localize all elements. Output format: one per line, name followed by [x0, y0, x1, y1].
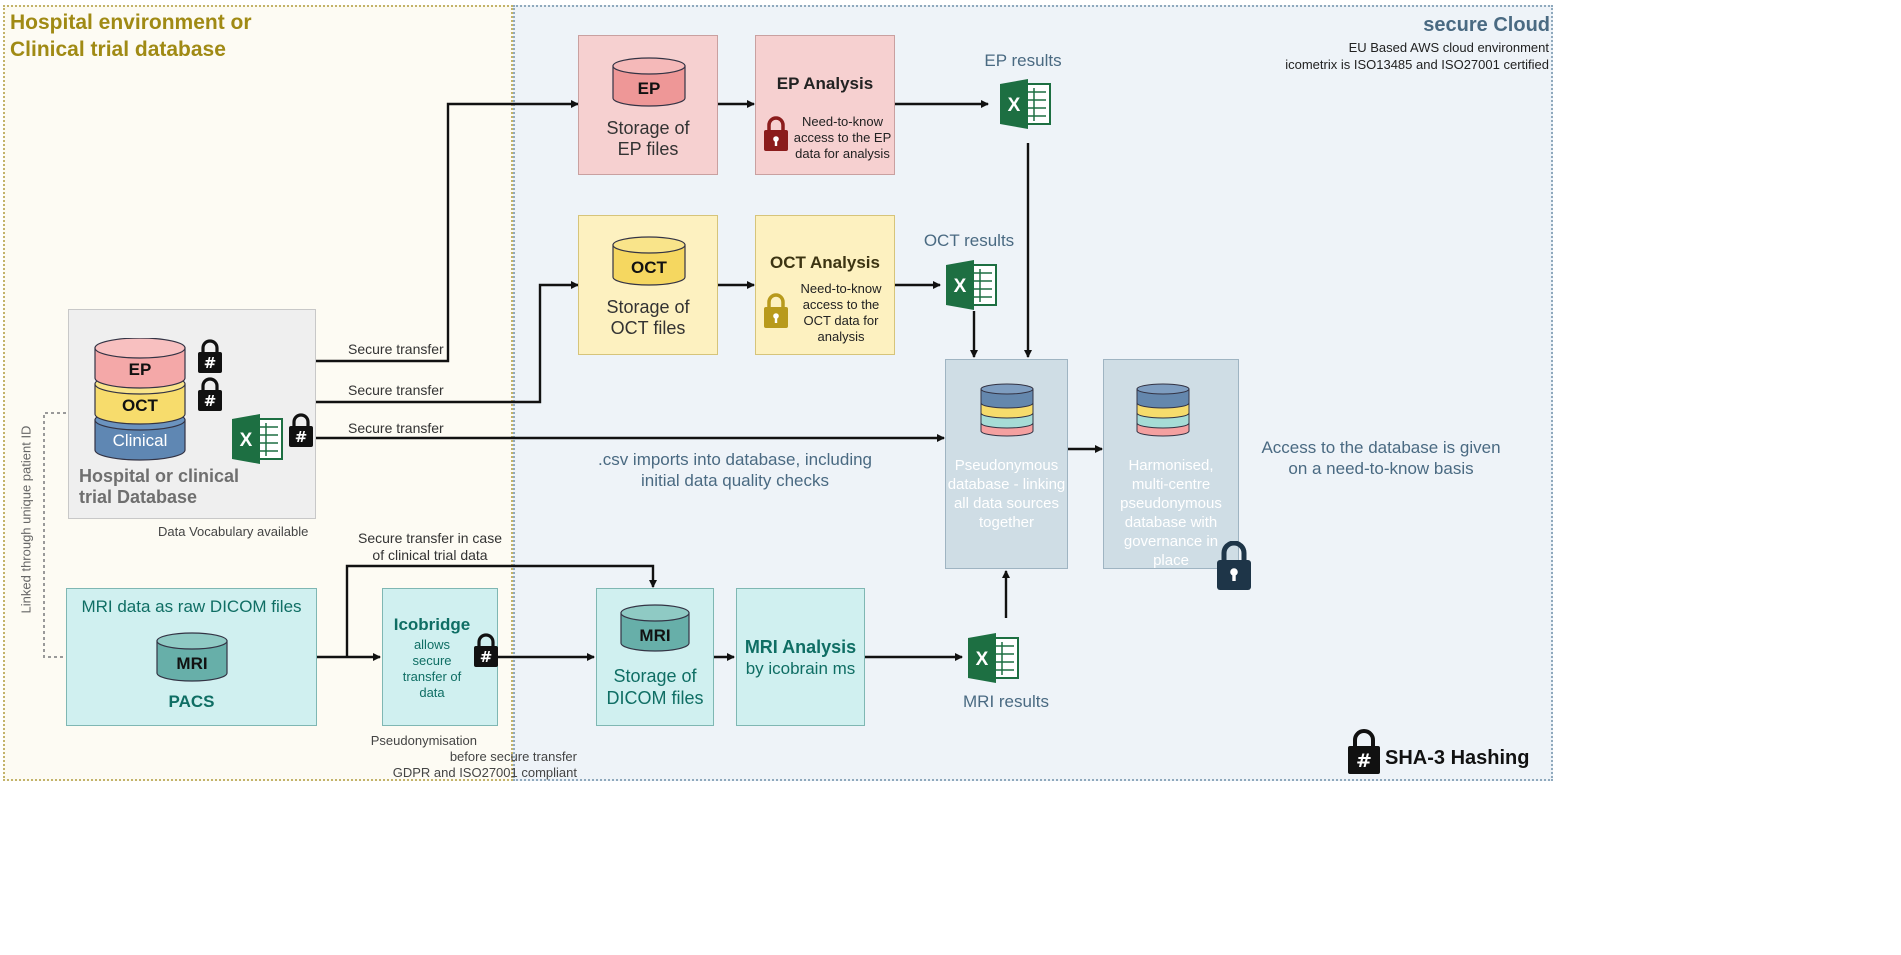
svg-text:X: X [976, 649, 989, 670]
oct-analysis-line1: Need-to-know [800, 281, 882, 296]
ep-storage-line1: Storage of [606, 118, 690, 138]
oct-results-label: OCT results [923, 231, 1015, 250]
layer-label-oct: OCT [122, 396, 158, 415]
mri-analysis-box [736, 588, 865, 726]
oct-storage-line2: OCT files [610, 318, 686, 338]
hash-lock-icon: # [198, 377, 222, 411]
oct-storage-line1: Storage of [606, 297, 690, 317]
mri-analysis-title: MRI Analysis [744, 637, 857, 657]
pseudo-db-line3: all data sources [953, 495, 1060, 512]
oct-storage-cyl-label: OCT [631, 258, 667, 277]
harmonised-line1: Harmonised, [1128, 457, 1214, 474]
mri-results-label: MRI results [963, 692, 1049, 711]
oct-analysis-line4: analysis [817, 329, 865, 344]
ep-analysis-line3: data for analysis [795, 146, 890, 161]
mri-source-title: MRI data as raw DICOM files [81, 597, 302, 616]
transfer-label-clinical: Secure transfer [348, 420, 444, 436]
transfer-label-ep: Secure transfer [348, 341, 444, 357]
linked-patient-id-label: Linked through unique patient ID [18, 425, 34, 614]
legend-sha3-label: SHA-3 Hashing [1385, 747, 1530, 769]
icobridge-desc-line2: secure [412, 653, 452, 668]
svg-text:#: # [295, 428, 308, 446]
ep-analysis-title: EP Analysis [776, 74, 874, 93]
mri-cylinder-icon [156, 632, 228, 682]
ep-cylinder-icon [612, 57, 686, 107]
excel-icon: X [232, 414, 283, 464]
harmonised-database-box [1103, 359, 1239, 569]
icobridge-desc-line1: allows [413, 637, 451, 652]
ep-analysis-line2: access to the EP [793, 130, 892, 145]
navy-lock-icon [1217, 541, 1251, 590]
svg-text:#: # [204, 392, 217, 410]
cloud-subtitle-line2: icometrix is ISO13485 and ISO27001 certi… [1285, 57, 1549, 72]
svg-text:X: X [954, 276, 967, 297]
pseudo-db-line1: Pseudonymous [954, 457, 1059, 474]
excel-icon: X [968, 633, 1019, 683]
harmonised-line3: pseudonymous [1120, 495, 1222, 512]
icobridge-title: Icobridge [393, 615, 471, 634]
mri-storage-cylinder-icon [620, 604, 690, 652]
ep-results-label: EP results [984, 51, 1062, 70]
oct-analysis-box [755, 215, 895, 355]
oct-analysis-line2: access to the [802, 297, 880, 312]
mri-analysis-subtitle: by icobrain ms [745, 659, 856, 678]
access-note-line1: Access to the database is given [1261, 438, 1501, 457]
hospital-db-title-line2: trial Database [79, 487, 198, 507]
svg-text:X: X [1008, 95, 1021, 116]
svg-text:#: # [480, 648, 493, 666]
layer-label-clinical: Clinical [112, 431, 168, 450]
layer-label-ep: EP [128, 360, 152, 379]
mri-storage-line1: Storage of [613, 666, 697, 686]
mri-storage-cyl-label: MRI [639, 626, 671, 645]
ep-storage-line2: EP files [617, 139, 679, 159]
svg-text:#: # [204, 354, 217, 372]
gold-lock-icon [764, 293, 788, 328]
pseudonymisation-note-line3: GDPR and ISO27001 compliant [392, 765, 577, 780]
csv-import-line1: .csv imports into database, including [597, 450, 873, 469]
hospital-db-title-line1: Hospital or clinical [79, 466, 240, 486]
pacs-mri-label: MRI [176, 654, 208, 673]
pseudo-db-line4: together [978, 514, 1035, 531]
harmonised-line6: place [1153, 552, 1189, 569]
icobridge-desc-line3: transfer of [402, 669, 462, 684]
hash-lock-icon: # [474, 633, 498, 667]
harmonised-line5: governance in [1123, 533, 1219, 550]
pseudonymisation-note-line2: before secure transfer [449, 749, 577, 764]
ep-analysis-line1: Need-to-know [802, 114, 883, 129]
hash-lock-icon: # [289, 413, 313, 447]
pseudonymisation-note-line1: Pseudonymisation [370, 733, 477, 748]
vocabulary-note: Data Vocabulary available [158, 524, 309, 539]
pseudo-db-line2: database - linking [947, 476, 1066, 493]
hospital-zone-title-line2: Clinical trial database [10, 38, 226, 61]
stacked-database-icon [1136, 383, 1190, 437]
excel-icon: X [1000, 79, 1051, 129]
hash-lock-icon: # [1348, 729, 1380, 774]
hospital-db-cylinder-icon [94, 338, 186, 461]
ep-analysis-box [755, 35, 895, 175]
pacs-label: PACS [168, 692, 215, 711]
stacked-database-icon [980, 383, 1034, 437]
access-note-line2: on a need-to-know basis [1288, 459, 1474, 478]
oct-analysis-line3: OCT data for [803, 313, 879, 328]
clinical-trial-transfer-line2: of clinical trial data [372, 547, 488, 563]
oct-analysis-title: OCT Analysis [770, 253, 880, 272]
svg-text:X: X [240, 430, 253, 451]
harmonised-line2: multi-centre [1131, 476, 1211, 493]
clinical-trial-transfer-line1: Secure transfer in case [358, 530, 502, 546]
red-lock-icon [764, 116, 788, 151]
transfer-label-oct: Secure transfer [348, 382, 444, 398]
svg-text:#: # [1356, 750, 1372, 772]
ep-storage-cyl-label: EP [637, 79, 661, 98]
oct-cylinder-icon [612, 236, 686, 286]
cloud-zone-title: secure Cloud [1423, 14, 1550, 36]
harmonised-line4: database with [1124, 514, 1218, 531]
mri-storage-line2: DICOM files [606, 688, 704, 708]
csv-import-line2: initial data quality checks [640, 471, 830, 490]
excel-icon: X [946, 260, 997, 310]
hash-lock-icon: # [198, 339, 222, 373]
icobridge-desc-line4: data [419, 685, 445, 700]
hospital-zone-title-line1: Hospital environment or [10, 11, 252, 34]
cloud-subtitle-line1: EU Based AWS cloud environment [1348, 40, 1549, 55]
